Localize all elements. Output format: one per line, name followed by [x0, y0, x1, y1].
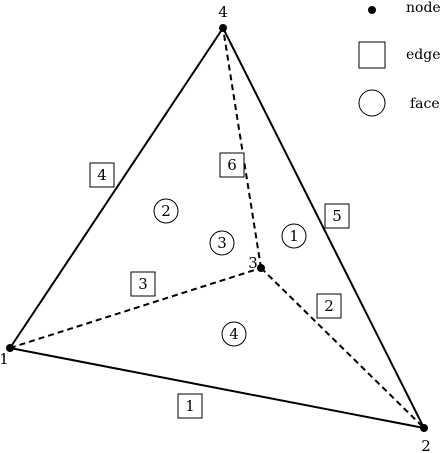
- face-circle-1-label: 1: [289, 227, 299, 245]
- edge-box-3-label: 3: [138, 275, 148, 293]
- legend: node edge face: [358, 0, 441, 117]
- face-circle-4: 4: [221, 321, 247, 347]
- nodes: 1 2 3 4: [0, 3, 431, 453]
- node-3-dot: [257, 264, 265, 272]
- edge-line-1: [9, 347, 425, 429]
- edge-line-5: [222, 27, 425, 429]
- legend-edge-symbol: [358, 41, 386, 69]
- node-3-label: 3: [248, 254, 258, 272]
- edge-box-5-label: 5: [332, 207, 342, 225]
- edge-box-6-label: 6: [227, 156, 237, 174]
- edge-box-6: 6: [219, 152, 245, 178]
- legend-node-symbol: [368, 6, 376, 14]
- edge-labels: 1 2 3 4 5 6: [89, 152, 350, 419]
- edges: [9, 27, 425, 429]
- legend-node-label: node: [406, 0, 441, 16]
- node-4-dot: [219, 24, 227, 32]
- face-circle-2-label: 2: [161, 202, 171, 220]
- face-circle-2: 2: [153, 198, 179, 224]
- edge-box-4: 4: [89, 162, 115, 188]
- node-1-dot: [6, 344, 14, 352]
- edge-line-2: [260, 267, 425, 429]
- edge-line-6: [222, 27, 262, 269]
- edge-box-1: 1: [177, 393, 203, 419]
- face-labels: 1 2 3 4: [153, 198, 307, 347]
- edge-box-1-label: 1: [185, 397, 195, 415]
- legend-face-symbol: [358, 89, 386, 117]
- face-circle-1: 1: [281, 223, 307, 249]
- legend-edge-label: edge: [406, 47, 441, 63]
- edge-box-2: 2: [316, 293, 342, 319]
- edge-line-4: [9, 27, 224, 349]
- edge-box-2-label: 2: [324, 297, 334, 315]
- node-1-label: 1: [0, 350, 9, 368]
- edge-box-5: 5: [324, 203, 350, 229]
- edge-box-4-label: 4: [97, 166, 107, 184]
- node-2-dot: [420, 424, 428, 432]
- face-circle-3: 3: [209, 230, 235, 256]
- face-circle-3-label: 3: [217, 234, 227, 252]
- edge-line-3: [9, 267, 262, 349]
- node-4-label: 4: [218, 3, 228, 21]
- face-circle-4-label: 4: [229, 325, 239, 343]
- node-2-label: 2: [421, 437, 431, 453]
- edge-box-3: 3: [130, 271, 156, 297]
- legend-face-label: face: [410, 96, 440, 112]
